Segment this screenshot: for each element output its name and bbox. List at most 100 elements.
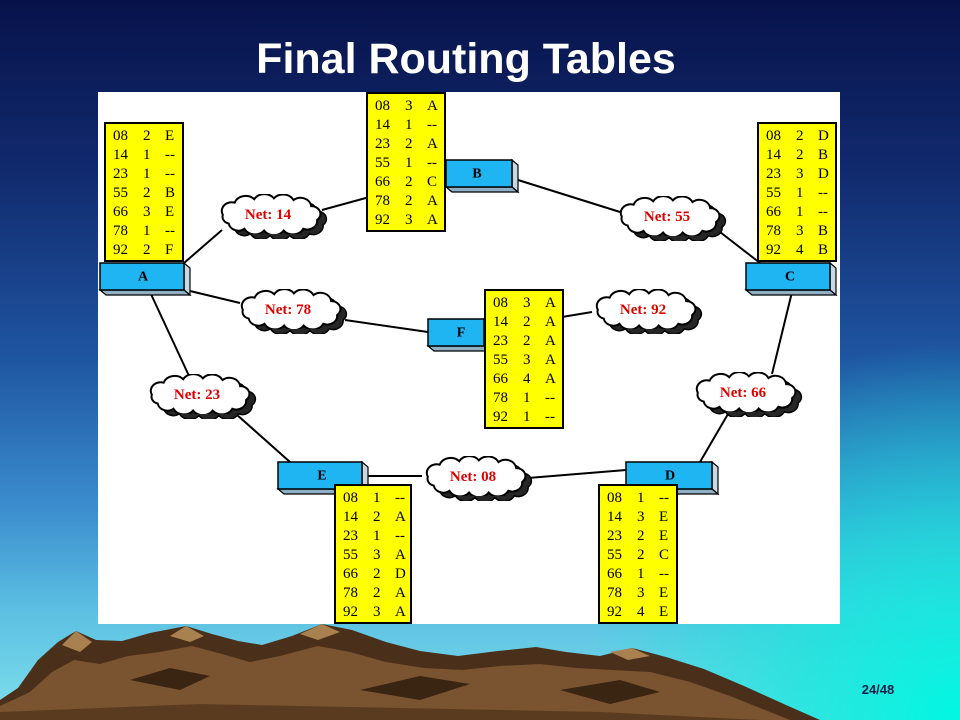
- router-a: A: [98, 261, 192, 297]
- hop-count-cell: 2: [637, 528, 645, 544]
- network-label: Net: 14: [245, 207, 292, 223]
- next-hop-cell: A: [427, 136, 438, 152]
- router-c: C: [744, 261, 838, 297]
- next-hop-cell: E: [659, 604, 669, 620]
- hop-count-cell: 2: [405, 136, 413, 152]
- next-hop-cell: --: [427, 155, 437, 171]
- next-hop-cell: A: [427, 98, 438, 114]
- router-label: F: [457, 326, 466, 341]
- hop-count-cell: 1: [373, 528, 381, 544]
- network-cloud-55: Net: 55: [619, 196, 727, 241]
- hop-count-cell: 1: [637, 566, 645, 582]
- destination-network-cell: 66: [113, 204, 128, 220]
- network-cloud-14: Net: 14: [220, 194, 328, 239]
- link-a-net23: [149, 291, 191, 379]
- destination-network-cell: 92: [766, 242, 781, 258]
- next-hop-cell: --: [395, 528, 405, 544]
- next-hop-cell: --: [545, 390, 555, 406]
- hop-count-cell: 1: [143, 223, 151, 239]
- destination-network-cell: 78: [343, 585, 358, 601]
- link-a-net14: [183, 229, 223, 264]
- next-hop-cell: --: [165, 166, 175, 182]
- router-label: A: [138, 270, 149, 285]
- hop-count-cell: 1: [796, 204, 804, 220]
- hop-count-cell: 3: [373, 547, 381, 563]
- hop-count-cell: 3: [523, 352, 531, 368]
- hop-count-cell: 3: [796, 223, 804, 239]
- destination-network-cell: 08: [493, 295, 508, 311]
- next-hop-cell: A: [545, 371, 556, 387]
- destination-network-cell: 08: [113, 128, 128, 144]
- hop-count-cell: 2: [523, 333, 531, 349]
- next-hop-cell: A: [427, 212, 438, 228]
- hop-count-cell: 1: [796, 185, 804, 201]
- network-cloud-66: Net: 66: [695, 372, 803, 417]
- link-net55-c: [719, 231, 761, 264]
- hop-count-cell: 3: [796, 166, 804, 182]
- link-net23-e: [235, 413, 291, 463]
- hop-count-cell: 3: [637, 585, 645, 601]
- next-hop-cell: A: [395, 604, 406, 620]
- hop-count-cell: 1: [523, 390, 531, 406]
- mountains: [0, 624, 820, 720]
- destination-network-cell: 92: [375, 212, 390, 228]
- destination-network-cell: 66: [766, 204, 781, 220]
- hop-count-cell: 1: [405, 155, 413, 171]
- destination-network-cell: 66: [493, 371, 508, 387]
- network-label: Net: 55: [644, 209, 690, 225]
- next-hop-cell: C: [427, 174, 438, 190]
- destination-network-cell: 78: [493, 390, 508, 406]
- hop-count-cell: 2: [143, 242, 151, 258]
- destination-network-cell: 14: [607, 509, 622, 525]
- link-net08-d: [527, 469, 627, 479]
- network-cloud-78: Net: 78: [240, 289, 348, 334]
- next-hop-cell: B: [818, 223, 829, 239]
- link-net66-c: [771, 291, 793, 375]
- destination-network-cell: 23: [113, 166, 128, 182]
- next-hop-cell: --: [545, 409, 555, 425]
- router-label: E: [317, 469, 326, 484]
- hop-count-cell: 2: [373, 585, 381, 601]
- destination-network-cell: 55: [766, 185, 781, 201]
- hop-count-cell: 1: [405, 117, 413, 133]
- next-hop-cell: A: [395, 509, 406, 525]
- destination-network-cell: 08: [607, 490, 622, 506]
- page-number: 24/48: [861, 682, 895, 697]
- hop-count-cell: 3: [405, 98, 413, 114]
- hop-count-cell: 1: [143, 166, 151, 182]
- destination-network-cell: 55: [493, 352, 508, 368]
- next-hop-cell: --: [659, 566, 669, 582]
- destination-network-cell: 23: [766, 166, 781, 182]
- network-label: Net: 23: [174, 387, 220, 403]
- next-hop-cell: B: [165, 185, 176, 201]
- destination-network-cell: 23: [493, 333, 508, 349]
- hop-count-cell: 3: [523, 295, 531, 311]
- next-hop-cell: B: [818, 147, 829, 163]
- destination-network-cell: 14: [343, 509, 358, 525]
- router-b: B: [444, 158, 520, 194]
